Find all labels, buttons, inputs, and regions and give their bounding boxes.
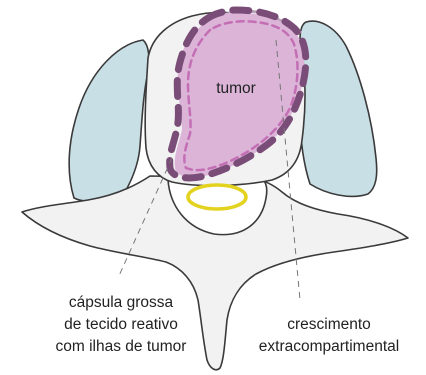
right-lateral-wing	[299, 21, 376, 196]
tumor-label: tumor	[216, 80, 256, 97]
left-lateral-wing	[69, 40, 149, 201]
capsule-label-line-3: com ilhas de tumor	[56, 338, 187, 355]
growth-label-line-2: extracompartimental	[259, 338, 399, 355]
capsule-label-line-2: de tecido reativo	[64, 316, 178, 333]
capsule-label-line-1: cápsula grossa	[69, 294, 174, 311]
growth-label-line-1: crescimento	[287, 316, 371, 333]
